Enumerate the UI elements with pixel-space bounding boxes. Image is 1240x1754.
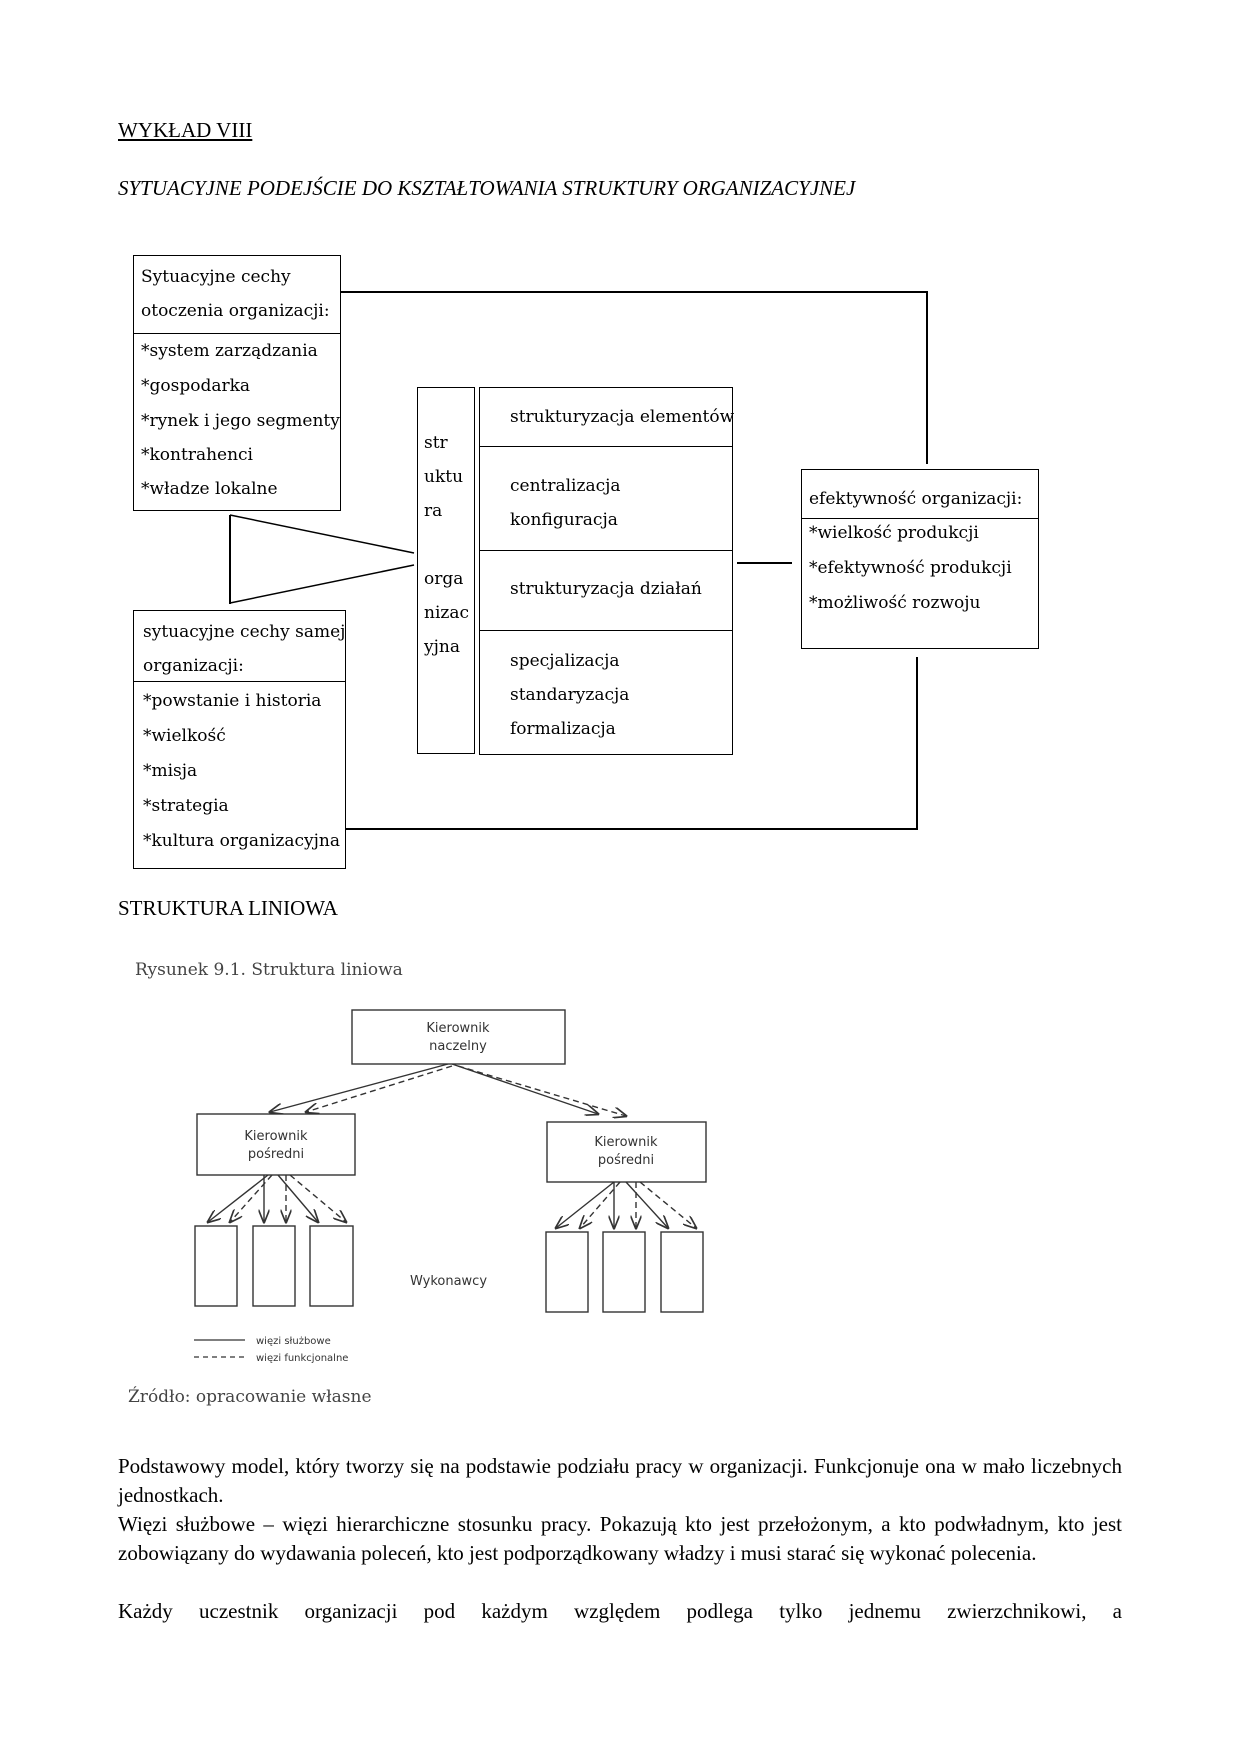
top-node-label: naczelny (429, 1039, 487, 1054)
list-item: *gospodarka (141, 376, 251, 396)
list-item: *efektywność produkcji (809, 558, 1012, 578)
structure-label: str (424, 433, 448, 453)
structure-label: ra (424, 501, 443, 521)
list-item: *możliwość rozwoju (809, 593, 981, 613)
dimension-item: formalizacja (510, 719, 616, 739)
top-node-label: Kierownik (426, 1021, 490, 1036)
middle-manager-box-left (196, 1113, 356, 1176)
body-paragraph: Podstawowy model, który tworzy się na po… (118, 1454, 1122, 1507)
middle-manager-box-right (546, 1121, 707, 1183)
connector-arrows (229, 514, 415, 604)
list-item: *strategia (143, 796, 229, 816)
environment-features-box: Sytuacyjne cechy otoczenia organizacji: … (133, 255, 341, 511)
lecture-title: WYKŁAD VIII (118, 118, 253, 142)
list-item: *wielkość (143, 726, 226, 746)
structure-label: orga (424, 569, 464, 589)
dimension-item: specjalizacja (510, 651, 620, 671)
dimension-item: strukturyzacja działań (510, 579, 702, 599)
situational-approach-diagram: Sytuacyjne cechy otoczenia organizacji: … (133, 255, 1039, 869)
list-item: *rynek i jego segmenty (141, 411, 340, 431)
dimension-item: centralizacja (510, 476, 621, 496)
dimension-item: standaryzacja (510, 685, 630, 705)
structure-label: nizac (424, 603, 469, 623)
structure-label: yjna (424, 637, 460, 657)
executor-box (602, 1231, 646, 1313)
figure-caption: Rysunek 9.1. Struktura liniowa (135, 960, 403, 980)
connector-line (737, 562, 792, 564)
executor-box (309, 1225, 354, 1307)
line-structure-figure: Kierownik naczelny Kierownik pośredni Ki… (194, 1009, 707, 1364)
mid-node-label: pośredni (598, 1153, 654, 1168)
mid-node-label: Kierownik (594, 1135, 658, 1150)
figure-source: Źródło: opracowanie własne (128, 1387, 372, 1407)
structure-dimensions-box: strukturyzacja elementów centralizacja k… (479, 387, 735, 755)
mid-node-label: Kierownik (244, 1129, 308, 1144)
mid-node-label: pośredni (248, 1147, 304, 1162)
box-title: organizacji: (143, 656, 244, 676)
box-title: sytuacyjne cechy samej (143, 622, 346, 642)
connector-line (926, 291, 928, 464)
list-item: *system zarządzania (141, 341, 318, 361)
executor-box (252, 1225, 296, 1307)
connector-line (344, 828, 918, 830)
executor-box (660, 1231, 704, 1313)
body-paragraph: Każdy uczestnik organizacji pod każdym w… (118, 1599, 1122, 1623)
legend-dashed-label: więzi funkcjonalne (256, 1353, 348, 1364)
list-item: *powstanie i historia (143, 691, 322, 711)
box-title: efektywność organizacji: (809, 489, 1023, 509)
list-item: *wielkość produkcji (809, 523, 979, 543)
list-item: *misja (143, 761, 198, 781)
efficiency-box: efektywność organizacji: *wielkość produ… (801, 469, 1039, 649)
document-subtitle: SYTUACYJNE PODEJŚCIE DO KSZTAŁTOWANIA ST… (118, 176, 856, 200)
dimension-item: konfiguracja (510, 510, 618, 530)
connector-line (340, 291, 928, 293)
structure-label: uktu (424, 467, 464, 487)
section-heading: STRUKTURA LINIOWA (118, 896, 338, 920)
legend-solid-label: więzi służbowe (256, 1336, 331, 1347)
dimension-item: strukturyzacja elementów (510, 407, 735, 427)
box-title: Sytuacyjne cechy (141, 267, 291, 287)
list-item: *władze lokalne (141, 479, 278, 499)
list-item: *kultura organizacyjna (143, 831, 340, 851)
organization-features-box: sytuacyjne cechy samej organizacji: *pow… (133, 610, 346, 869)
list-item: *kontrahenci (141, 445, 253, 465)
connector-line (229, 515, 231, 604)
organizational-structure-box: str uktu ra orga nizac yjna (417, 387, 475, 754)
executor-box (545, 1231, 589, 1313)
executor-box (194, 1225, 238, 1307)
connector-line (916, 657, 918, 829)
top-manager-box (351, 1009, 566, 1065)
executors-label: Wykonawcy (410, 1274, 487, 1289)
body-paragraph: Więzi służbowe – więzi hierarchiczne sto… (118, 1512, 1122, 1565)
box-title: otoczenia organizacji: (141, 301, 330, 321)
